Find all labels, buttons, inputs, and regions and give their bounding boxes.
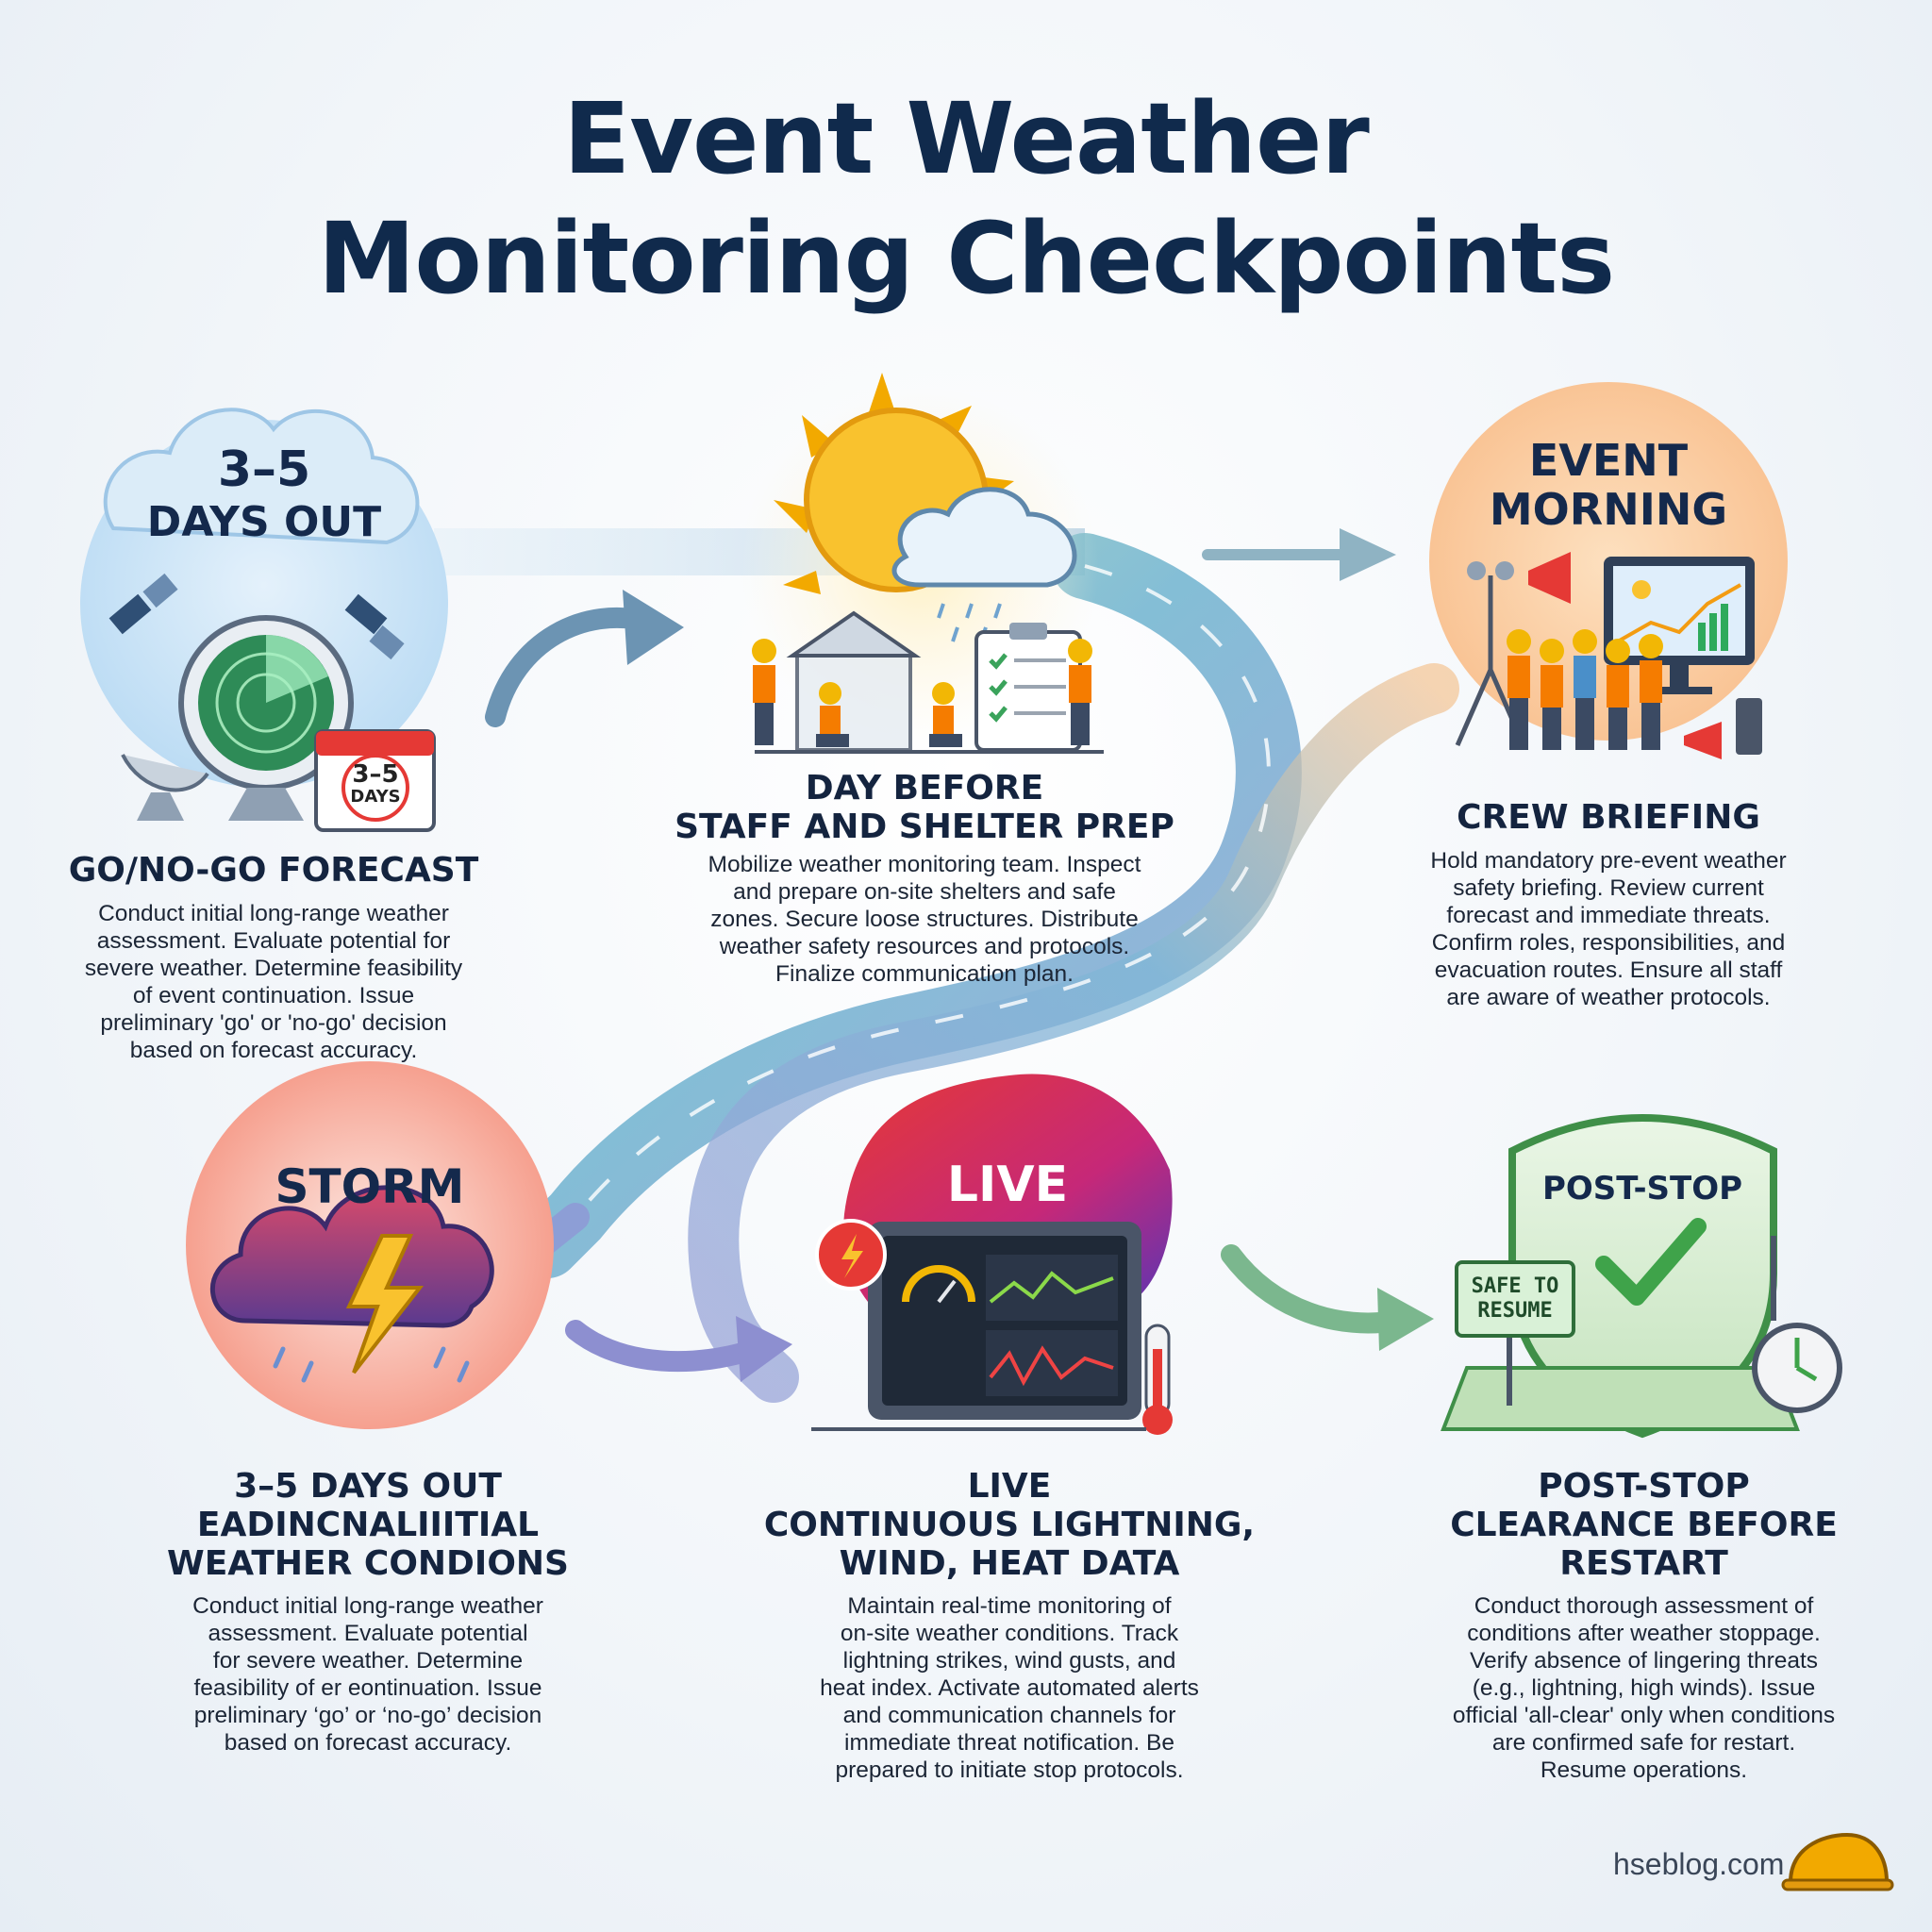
checkpoint-5-body-line-1: Maintain real-time monitoring of	[847, 1593, 1172, 1619]
checkpoint-3-body-line-6: are aware of weather protocols.	[1446, 985, 1771, 1010]
badge-event-morning-line-2: MORNING	[1489, 484, 1728, 535]
checkpoint-1-body-line-5: preliminary 'go' or 'no-go' decision	[100, 1010, 447, 1036]
badge-live-line-1: LIVE	[946, 1157, 1069, 1213]
checkpoint-1-body-line-1: Conduct initial long-range weather	[98, 901, 449, 926]
checkpoint-4-heading-line-3: WEATHER CONDIONS	[167, 1544, 569, 1583]
checkpoint-3-body-line-4: Confirm roles, responsibilities, and	[1431, 930, 1786, 956]
checkpoint-1-heading-line-1: GO/NO-GO FORECAST	[68, 851, 479, 890]
badge-event-morning: EVENT MORNING	[1472, 436, 1745, 534]
checkpoint-2-body-line-2: and prepare on-site shelters and safe	[733, 879, 1116, 905]
site-credit[interactable]: hseblog.com	[1613, 1847, 1785, 1881]
badge-storm-line-1: STORM	[275, 1159, 465, 1214]
badge-days-out-line-1: 3–5	[217, 441, 311, 498]
checkpoint-1-body-line-2: assessment. Evaluate potential for	[96, 928, 451, 954]
checkpoint-3-body: Hold mandatory pre-event weather safety …	[1387, 847, 1830, 1011]
checkpoint-6-body-line-5: official 'all-clear' only when condition…	[1452, 1703, 1836, 1728]
badge-live: LIVE	[913, 1158, 1102, 1211]
checkpoint-6-body-line-2: conditions after weather stoppage.	[1467, 1621, 1821, 1646]
checkpoint-3-heading: CREW BRIEFING	[1387, 798, 1830, 837]
checkpoint-6-heading-line-2: CLEARANCE BEFORE	[1450, 1506, 1838, 1544]
checkpoint-6-body: Conduct thorough assessment of condition…	[1387, 1592, 1901, 1784]
checkpoint-4-heading: 3–5 DAYS OUT EADINCNALIIITIAL WEATHER CO…	[142, 1467, 594, 1583]
checkpoint-6-body-line-7: Resume operations.	[1540, 1757, 1748, 1783]
safe-to-resume-sign: SAFE TO RESUME	[1455, 1260, 1575, 1338]
checkpoint-3-heading-line-1: CREW BRIEFING	[1457, 798, 1760, 837]
checkpoint-2-body-line-3: zones. Secure loose structures. Distribu…	[710, 907, 1139, 932]
calendar-label: 3–5 DAYS	[326, 762, 425, 808]
checkpoint-1-body-line-4: of event continuation. Issue	[132, 983, 415, 1008]
checkpoint-2-body-line-5: Finalize communication plan.	[775, 961, 1074, 987]
checkpoint-4-body-line-4: feasibility of er eontinuation. Issue	[193, 1675, 542, 1701]
checkpoint-5-body-line-6: immediate threat notification. Be	[844, 1730, 1174, 1756]
checkpoint-2-heading-line-1: DAY BEFORE	[805, 769, 1044, 808]
checkpoint-2-body-line-1: Mobilize weather monitoring team. Inspec…	[708, 852, 1141, 877]
checkpoint-5-body-line-3: lightning strikes, wind gusts, and	[842, 1648, 1176, 1674]
checkpoint-4-body-line-1: Conduct initial long-range weather	[192, 1593, 543, 1619]
checkpoint-4-body-line-6: based on forecast accuracy.	[224, 1730, 512, 1756]
checkpoint-6-body-line-3: Verify absence of lingering threats	[1469, 1648, 1819, 1674]
badge-post-stop-line-1: POST-STOP	[1541, 1170, 1743, 1208]
checkpoint-4-body-line-2: assessment. Evaluate potential	[208, 1621, 528, 1646]
badge-event-morning-line-1: EVENT	[1528, 435, 1689, 486]
checkpoint-4-body: Conduct initial long-range weather asses…	[142, 1592, 594, 1757]
checkpoint-1-body: Conduct initial long-range weather asses…	[47, 900, 500, 1064]
checkpoint-6-body-line-4: (e.g., lightning, high winds). Issue	[1472, 1675, 1816, 1701]
safe-to-resume-sign-line-2: RESUME	[1477, 1299, 1553, 1323]
checkpoint-2-heading: DAY BEFORE STAFF AND SHELTER PREP	[641, 769, 1208, 846]
checkpoint-6-heading-line-3: RESTART	[1559, 1544, 1728, 1583]
page-title-line-1: Event Weather	[563, 81, 1370, 196]
checkpoint-4-body-line-3: for severe weather. Determine	[212, 1648, 524, 1674]
checkpoint-2-body-line-4: weather safety resources and protocols.	[719, 934, 1130, 959]
checkpoint-6-heading: POST-STOP CLEARANCE BEFORE RESTART	[1387, 1467, 1901, 1583]
checkpoint-4-body-line-5: preliminary ‘go’ or ‘no-go’ decision	[193, 1703, 542, 1728]
checkpoint-6-body-line-6: are confirmed safe for restart.	[1491, 1730, 1796, 1756]
checkpoint-1-body-line-3: severe weather. Determine feasibility	[84, 956, 463, 981]
checkpoint-6-heading-line-1: POST-STOP	[1538, 1467, 1750, 1506]
checkpoint-5-body: Maintain real-time monitoring of on-site…	[755, 1592, 1264, 1784]
checkpoint-4-heading-line-1: 3–5 DAYS OUT	[234, 1467, 502, 1506]
checkpoint-3-body-line-1: Hold mandatory pre-event weather	[1430, 848, 1787, 874]
checkpoint-5-heading-line-2: CONTINUOUS LIGHTNING,	[763, 1506, 1256, 1544]
checkpoint-4-heading-line-2: EADINCNALIIITIAL	[196, 1506, 540, 1544]
checkpoint-2-body: Mobilize weather monitoring team. Inspec…	[651, 851, 1198, 988]
checkpoint-2-heading-line-2: STAFF AND SHELTER PREP	[675, 808, 1174, 846]
page-title-line-2: Monitoring Checkpoints	[317, 201, 1615, 316]
checkpoint-3-body-line-5: evacuation routes. Ensure all staff	[1434, 958, 1783, 983]
checkpoint-5-body-line-4: heat index. Activate automated alerts	[820, 1675, 1199, 1701]
checkpoint-5-body-line-7: prepared to initiate stop protocols.	[835, 1757, 1184, 1783]
checkpoint-3-body-line-2: safety briefing. Review current	[1453, 875, 1764, 901]
checkpoint-5-heading: LIVE CONTINUOUS LIGHTNING, WIND, HEAT DA…	[755, 1467, 1264, 1583]
checkpoint-5-heading-line-1: LIVE	[967, 1467, 1052, 1506]
badge-days-out: 3–5 DAYS OUT	[123, 443, 406, 549]
checkpoint-1-body-line-6: based on forecast accuracy.	[129, 1038, 418, 1063]
calendar-label-line-2: DAYS	[350, 787, 401, 807]
badge-post-stop: POST-STOP	[1519, 1170, 1766, 1208]
checkpoint-5-heading-line-3: WIND, HEAT DATA	[839, 1544, 1180, 1583]
checkpoint-1-heading: GO/NO-GO FORECAST	[57, 851, 491, 890]
checkpoint-3-body-line-3: forecast and immediate threats.	[1446, 903, 1771, 928]
checkpoint-5-body-line-2: on-site weather conditions. Track	[840, 1621, 1179, 1646]
badge-storm: STORM	[228, 1160, 511, 1213]
calendar-label-line-1: 3–5	[352, 760, 399, 789]
badge-days-out-line-2: DAYS OUT	[146, 498, 382, 546]
hard-hat-icon	[1783, 1830, 1892, 1892]
checkpoint-5-body-line-5: and communication channels for	[842, 1703, 1176, 1728]
safe-to-resume-sign-line-1: SAFE TO	[1471, 1274, 1559, 1298]
checkpoint-6-body-line-1: Conduct thorough assessment of	[1474, 1593, 1814, 1619]
